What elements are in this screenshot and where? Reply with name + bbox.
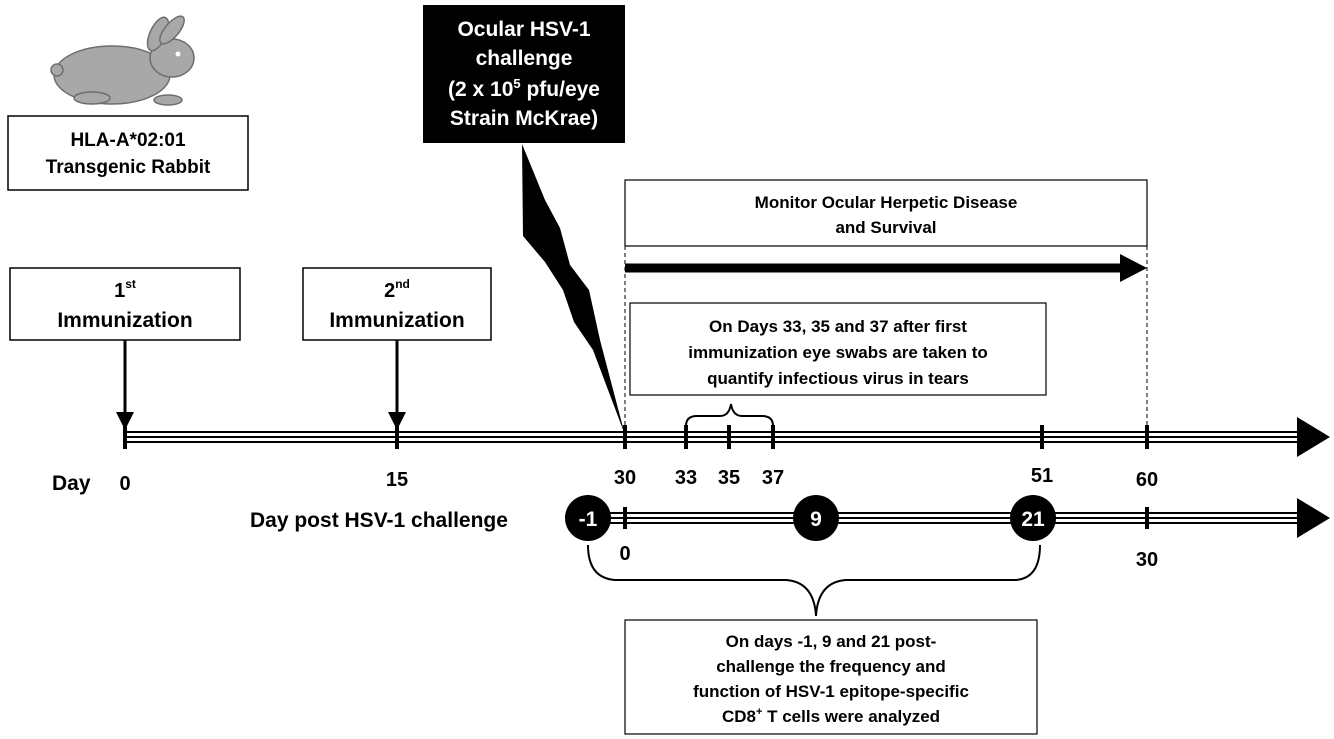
swab-days-brace: [685, 403, 774, 436]
challenge-axis: [588, 498, 1330, 538]
immunization-2-arrow: [388, 340, 406, 430]
challenge-line-3: (2 x 105 pfu/eye: [448, 76, 600, 101]
immunization-2-box: 2nd Immunization: [302, 267, 492, 341]
subject-line-1: HLA-A*02:01: [70, 130, 186, 151]
subject-box: HLA-A*02:01 Transgenic Rabbit: [7, 115, 249, 191]
swab-line-3: quantify infectious virus in tears: [707, 369, 969, 388]
marker-day-21: 21: [1010, 495, 1056, 541]
immunization-1-ordinal: 1st: [114, 277, 136, 302]
day-tick-label-0: 0: [119, 473, 130, 495]
analysis-box: On days -1, 9 and 21 post- challenge the…: [624, 619, 1038, 735]
day-tick-label-51: 51: [1031, 465, 1053, 487]
challenge-box: Ocular HSV-1 challenge (2 x 105 pfu/eye …: [423, 5, 625, 143]
monitor-line-2: and Survival: [835, 218, 936, 237]
challenge-line-4: Strain McKrae): [450, 107, 598, 130]
marker-label-minus-1: -1: [579, 508, 598, 531]
analysis-line-4: CD8+ T cells were analyzed: [722, 706, 940, 726]
challenge-tick-label-0: 0: [619, 543, 630, 565]
challenge-axis-label: Day post HSV-1 challenge: [250, 509, 508, 532]
day-tick-label-33: 33: [675, 467, 697, 489]
marker-day-9: 9: [793, 495, 839, 541]
challenge-line-2: challenge: [476, 47, 573, 70]
analysis-days-brace: [587, 544, 1041, 617]
lightning-bolt-icon: [522, 144, 625, 435]
monitor-box: Monitor Ocular Herpetic Disease and Surv…: [624, 179, 1148, 247]
subject-line-2: Transgenic Rabbit: [46, 157, 211, 178]
immunization-1-box: 1st Immunization: [9, 267, 241, 341]
analysis-line-1: On days -1, 9 and 21 post-: [726, 632, 937, 651]
monitor-line-1: Monitor Ocular Herpetic Disease: [755, 193, 1018, 212]
marker-day-minus-1: -1: [565, 495, 611, 541]
day-tick-label-30: 30: [614, 467, 636, 489]
day-tick-label-60: 60: [1136, 469, 1158, 491]
marker-label-21: 21: [1021, 508, 1045, 531]
analysis-line-3: function of HSV-1 epitope-specific: [693, 682, 969, 701]
day-axis: [123, 417, 1330, 457]
challenge-axis-ticks: [623, 507, 1149, 529]
challenge-tick-label-30: 30: [1136, 549, 1158, 571]
swab-line-1: On Days 33, 35 and 37 after first: [709, 317, 967, 336]
day-tick-label-37: 37: [762, 467, 784, 489]
day-axis-ticks: [123, 425, 1149, 449]
immunization-2-label: Immunization: [329, 309, 464, 332]
marker-label-9: 9: [810, 508, 822, 531]
rabbit-icon: [50, 15, 195, 106]
challenge-line-1: Ocular HSV-1: [457, 18, 590, 41]
immunization-2-ordinal: 2nd: [384, 277, 410, 302]
swab-line-2: immunization eye swabs are taken to: [688, 343, 987, 362]
day-axis-label: Day: [52, 472, 91, 495]
swab-box: On Days 33, 35 and 37 after first immuni…: [629, 302, 1047, 396]
immunization-1-arrow: [116, 340, 134, 430]
monitoring-period-arrow: [625, 254, 1147, 282]
day-tick-label-15: 15: [386, 469, 408, 491]
immunization-1-label: Immunization: [57, 309, 192, 332]
day-tick-label-35: 35: [718, 467, 740, 489]
analysis-line-2: challenge the frequency and: [716, 657, 946, 676]
